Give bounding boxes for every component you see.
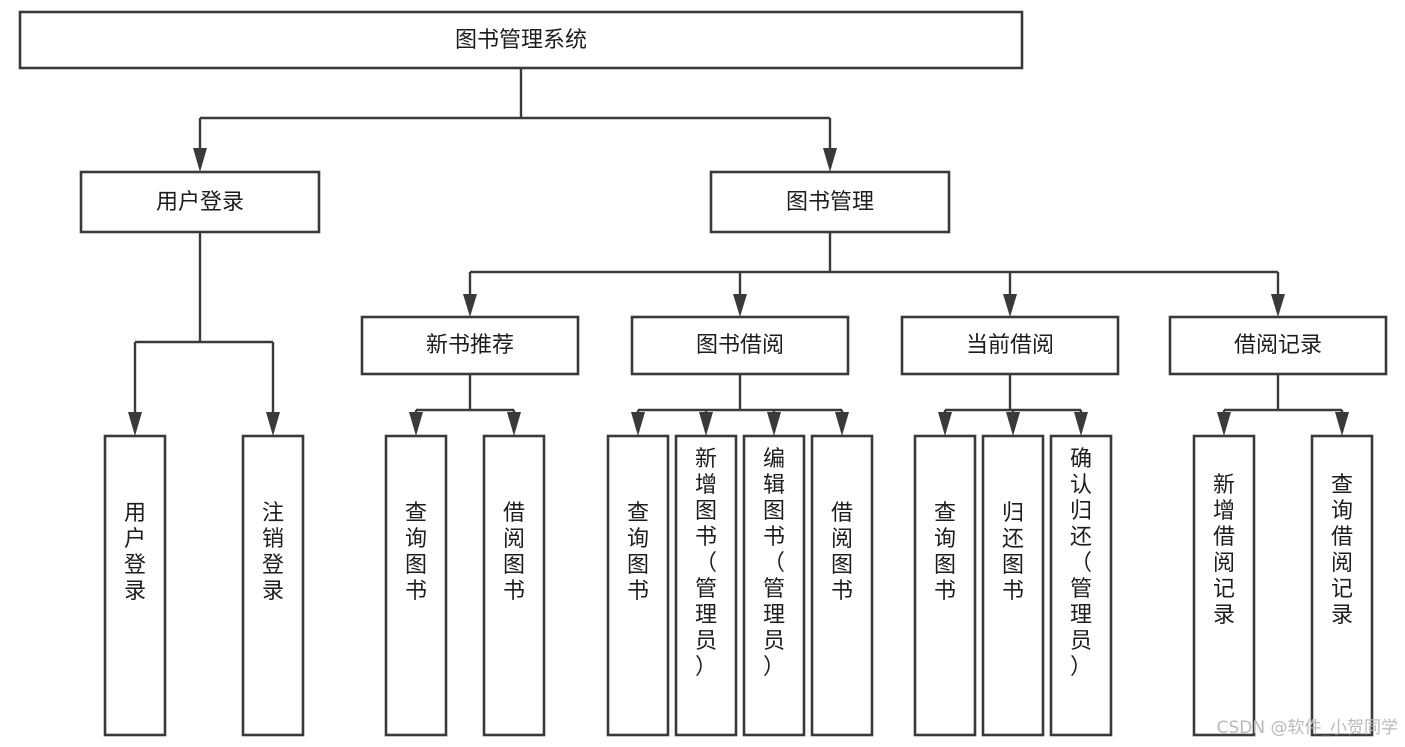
node-leaf-add-record-label: 新增借阅记录	[1213, 473, 1235, 628]
node-leaf-borrow-book[interactable]: 借阅图书	[810, 434, 874, 737]
arrow-head-leaf-edit-book	[767, 412, 781, 436]
node-user-login[interactable]: 用户登录	[79, 170, 321, 234]
arrow-head-leaf-borrow-book-rec	[507, 412, 521, 436]
node-book-borrow-box[interactable]	[630, 315, 850, 376]
node-leaf-user-login[interactable]: 用户登录	[103, 434, 167, 737]
node-leaf-query-book-rec-box[interactable]	[384, 434, 448, 737]
arrow-head-leaf-add-book	[699, 412, 713, 436]
arrow-head-leaf-add-record	[1217, 412, 1231, 436]
node-leaf-query-book-borrow-box[interactable]	[606, 434, 670, 737]
arrow-head-new-book-rec	[463, 294, 477, 317]
arrow-head-leaf-confirm-return	[1074, 412, 1088, 436]
node-leaf-query-book-borrow[interactable]: 查询图书	[606, 434, 670, 737]
node-current-borrow-label: 当前借阅	[966, 333, 1054, 358]
arrow-head-leaf-user-login	[128, 412, 142, 436]
node-leaf-add-book-box[interactable]	[674, 434, 738, 737]
arrow-head-book-manage	[823, 148, 837, 172]
node-current-borrow[interactable]: 当前借阅	[900, 315, 1120, 376]
node-leaf-query-book-cur-label: 查询图书	[934, 501, 956, 604]
arrow-head-book-borrow	[733, 294, 747, 317]
node-leaf-borrow-book-rec-label: 借阅图书	[503, 501, 525, 604]
node-leaf-return-book[interactable]: 归还图书	[981, 434, 1045, 737]
arrow-head-leaf-query-book-rec	[409, 412, 423, 436]
node-leaf-return-book-box[interactable]	[981, 434, 1045, 737]
node-borrow-record-box[interactable]	[1168, 315, 1388, 376]
arrow-head-leaf-user-logout	[266, 412, 280, 436]
arrow-head-leaf-query-book-borrow	[631, 412, 645, 436]
node-leaf-user-login-box[interactable]	[103, 434, 167, 737]
node-leaf-user-logout-box[interactable]	[241, 434, 305, 737]
node-book-manage-label: 图书管理	[786, 190, 874, 215]
node-leaf-confirm-return-label: 确认归还（管理员）	[1070, 447, 1092, 680]
arrow-head-leaf-query-record	[1335, 412, 1349, 436]
node-borrow-record-label: 借阅记录	[1234, 333, 1322, 358]
arrow-head-leaf-return-book	[1006, 412, 1020, 436]
node-leaf-borrow-book-rec[interactable]: 借阅图书	[482, 434, 546, 737]
arrow-head-current-borrow	[1003, 294, 1017, 317]
node-root[interactable]: 图书管理系统	[18, 10, 1024, 70]
node-new-book-rec[interactable]: 新书推荐	[360, 315, 580, 376]
node-root-label: 图书管理系统	[455, 28, 587, 53]
node-user-login-label: 用户登录	[156, 190, 244, 215]
node-leaf-query-book-cur[interactable]: 查询图书	[913, 434, 977, 737]
node-leaf-query-record[interactable]: 查询借阅记录	[1310, 434, 1374, 737]
node-leaf-confirm-return-box[interactable]	[1049, 434, 1113, 737]
node-leaf-add-record[interactable]: 新增借阅记录	[1192, 434, 1256, 737]
node-book-manage-box[interactable]	[709, 170, 951, 234]
node-leaf-user-logout-label: 注销登录	[262, 501, 284, 604]
arrow-head-borrow-record	[1271, 294, 1285, 317]
node-new-book-rec-box[interactable]	[360, 315, 580, 376]
node-leaf-add-book[interactable]: 新增图书（管理员）	[674, 434, 738, 737]
node-leaf-user-login-label: 用户登录	[124, 501, 146, 604]
node-root-box[interactable]	[18, 10, 1024, 70]
node-leaf-add-record-box[interactable]	[1192, 434, 1256, 737]
node-leaf-edit-book-box[interactable]	[742, 434, 806, 737]
node-leaf-add-book-label: 新增图书（管理员）	[695, 447, 717, 680]
connectors-layer	[128, 68, 1349, 436]
node-book-manage[interactable]: 图书管理	[709, 170, 951, 234]
node-leaf-query-book-borrow-label: 查询图书	[627, 501, 649, 604]
node-leaf-borrow-book-rec-box[interactable]	[482, 434, 546, 737]
node-leaf-query-record-box[interactable]	[1310, 434, 1374, 737]
arrow-head-leaf-query-book-cur	[938, 412, 952, 436]
node-leaf-query-book-rec[interactable]: 查询图书	[384, 434, 448, 737]
arrow-head-user-login	[193, 148, 207, 172]
node-borrow-record[interactable]: 借阅记录	[1168, 315, 1388, 376]
node-user-login-box[interactable]	[79, 170, 321, 234]
node-leaf-borrow-book-label: 借阅图书	[831, 501, 853, 604]
node-new-book-rec-label: 新书推荐	[426, 333, 514, 358]
node-leaf-user-logout[interactable]: 注销登录	[241, 434, 305, 737]
node-leaf-edit-book[interactable]: 编辑图书（管理员）	[742, 434, 806, 737]
node-leaf-confirm-return[interactable]: 确认归还（管理员）	[1049, 434, 1113, 737]
node-leaf-edit-book-label: 编辑图书（管理员）	[763, 447, 785, 680]
node-leaf-return-book-label: 归还图书	[1002, 501, 1024, 604]
csdn-watermark: CSDN @软件_小贺同学	[1217, 718, 1398, 738]
node-leaf-query-record-label: 查询借阅记录	[1331, 473, 1353, 628]
node-book-borrow-label: 图书借阅	[696, 333, 784, 358]
node-book-borrow[interactable]: 图书借阅	[630, 315, 850, 376]
node-current-borrow-box[interactable]	[900, 315, 1120, 376]
node-leaf-borrow-book-box[interactable]	[810, 434, 874, 737]
node-leaf-query-book-cur-box[interactable]	[913, 434, 977, 737]
node-leaf-query-book-rec-label: 查询图书	[405, 501, 427, 604]
arrow-head-leaf-borrow-book	[835, 412, 849, 436]
